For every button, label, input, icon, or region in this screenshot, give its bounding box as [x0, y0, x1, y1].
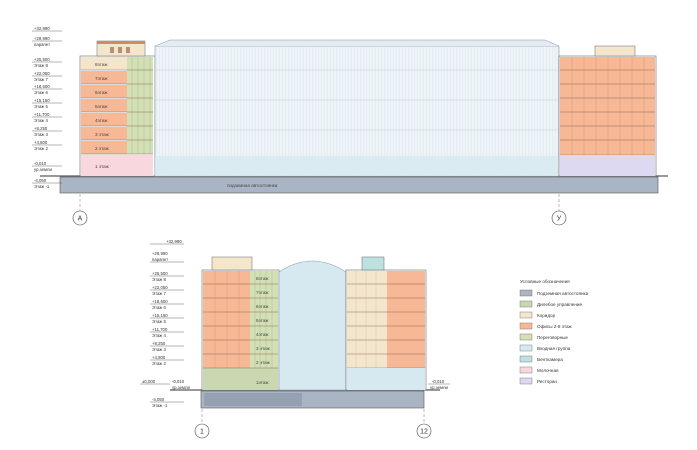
legend-label-1: Дилебое управление [537, 302, 582, 307]
legend-swatch-1 [519, 300, 533, 308]
bottom-right-wing-floors [347, 271, 425, 390]
top-level-7-label: Этаж 7 [34, 77, 48, 82]
bottom-left-roof [211, 256, 253, 271]
top-level-ground-label: ур.земли [34, 167, 52, 172]
top-floor-2: 2 этаж [95, 146, 110, 151]
bottom-floor-2: 2 этаж [256, 360, 271, 365]
top-floor-4: 4этаж [95, 118, 108, 123]
top-floor-3: 3 этаж [95, 132, 110, 137]
top-floor-1: 1 этаж [95, 164, 110, 169]
bottom-level-3-label: Этаж 3 [152, 347, 166, 352]
bottom-level-roof: +32,990 [166, 239, 182, 244]
right-block-floors [560, 57, 655, 176]
top-level-6-label: Этаж 6 [34, 90, 48, 95]
bottom-level-ground: -0,010 [172, 379, 185, 384]
top-level-2: +4,800 [34, 140, 48, 145]
legend-swatch-5 [519, 344, 533, 352]
legend: Условные обозначения Подземная автостоян… [519, 279, 589, 385]
bottom-level-parapet-label: парапет [152, 257, 168, 262]
bottom-level-4-label: Этаж 4 [152, 333, 166, 338]
bottom-level-zero: ±0,000 [142, 379, 156, 384]
top-level-2-label: Этаж 2 [34, 146, 48, 151]
bottom-level-8: +25,500 [152, 271, 168, 276]
bottom-level-parapet: +29,990 [152, 251, 168, 256]
bottom-level-6: +18,600 [152, 299, 168, 304]
top-floor-5: 5этаж [95, 104, 108, 109]
legend-swatch-6 [519, 355, 533, 363]
top-parking-band [59, 176, 659, 194]
axis-a: А [78, 216, 83, 223]
bottom-level-5: +15,150 [152, 313, 168, 318]
bottom-level-2-label: Этаж 2 [152, 361, 166, 366]
bottom-section: 8этаж 7этаж 6этаж 5этаж 4этаж 3 этаж 2 э… [140, 239, 450, 439]
bottom-floor-3: 3 этаж [256, 346, 271, 351]
legend-swatch-4 [519, 333, 533, 341]
top-level-4-label: Этаж 4 [34, 118, 48, 123]
bottom-floor-5: 5этаж [256, 318, 269, 323]
legend-title: Условные обозначения [520, 279, 570, 284]
bottom-level-2: +4,800 [152, 355, 166, 360]
legend-swatch-3 [519, 322, 533, 330]
legend-label-8: Ресторан [537, 379, 557, 384]
top-level-basement: -4,050 [34, 178, 47, 183]
top-level-5-label: Этаж 5 [34, 104, 48, 109]
top-floor-6: 6этаж [95, 90, 108, 95]
top-floor-8: 8этаж [95, 62, 108, 67]
top-level-ground: -0,010 [34, 161, 47, 166]
legend-label-3: Офисы 2-8 этаж [537, 324, 573, 329]
bottom-level-basement-label: Этаж -1 [152, 403, 168, 408]
legend-swatch-8 [519, 377, 533, 385]
top-level-basement-label: Этаж -1 [34, 184, 50, 189]
bottom-floor-6: 6этаж [256, 304, 269, 309]
bottom-level-8-label: Этаж 8 [152, 277, 166, 282]
top-level-4: +11,700 [34, 112, 50, 117]
bottom-floor-8: 8этаж [256, 276, 269, 281]
top-level-parapet-label: парапет [34, 42, 50, 47]
bottom-level-7: +22,050 [152, 285, 168, 290]
bottom-floor-4: 4этаж [256, 332, 269, 337]
legend-label-2: Коридор [537, 313, 556, 318]
bottom-left-wing-floors [203, 271, 278, 390]
bottom-level-basement: -4,050 [152, 397, 165, 402]
legend-swatch-2 [519, 311, 533, 319]
legend-label-4: Переговорные [537, 335, 568, 340]
top-level-parapet: +29,990 [34, 36, 50, 41]
top-level-roof: +32,990 [34, 26, 50, 31]
legend-swatch-7 [519, 366, 533, 374]
left-tower-floors [81, 57, 153, 176]
bottom-level-6-label: Этаж 6 [152, 305, 166, 310]
bottom-floor-1: 1этаж [256, 380, 269, 385]
bottom-atrium [278, 260, 347, 391]
top-parking-label: подземная автостоянка [227, 183, 278, 188]
top-level-5: +15,150 [34, 98, 50, 103]
top-floor-7: 7этаж [95, 76, 108, 81]
axis-u: У [557, 216, 562, 223]
right-roof-cap [594, 45, 636, 57]
bottom-level-ground-label: ур.земли [172, 385, 190, 390]
top-level-8: +25,500 [34, 57, 50, 62]
legend-swatch-0 [519, 289, 533, 297]
bottom-floor-7: 7этаж [256, 290, 269, 295]
bottom-right-roof [361, 256, 385, 271]
legend-label-0: Подземная автостоянка [537, 291, 589, 296]
axis-1: 1 [200, 429, 204, 436]
legend-label-6: Венткамера [537, 357, 563, 362]
bottom-level-side-ground-label: ур.земли [430, 385, 448, 390]
top-level-6: +18,600 [34, 84, 50, 89]
top-level-3: +8,250 [34, 126, 48, 131]
top-level-8-label: Этаж 8 [34, 63, 48, 68]
top-levels [32, 30, 62, 184]
legend-label-7: Молочная [537, 368, 559, 373]
axis-12: 12 [420, 429, 428, 436]
bottom-level-7-label: Этаж 7 [152, 291, 166, 296]
legend-label-5: Входная группа [537, 346, 571, 351]
top-level-3-label: Этаж 3 [34, 132, 48, 137]
top-elevation: подземная автостоянка 8этаж 7этаж 6этаж … [32, 26, 668, 226]
bottom-level-side-ground: -0,010 [432, 379, 445, 384]
bottom-level-3: +8,250 [152, 341, 166, 346]
bottom-level-4: +11,700 [152, 327, 168, 332]
bottom-level-5-label: Этаж 5 [152, 319, 166, 324]
top-level-7: +22,050 [34, 71, 50, 76]
